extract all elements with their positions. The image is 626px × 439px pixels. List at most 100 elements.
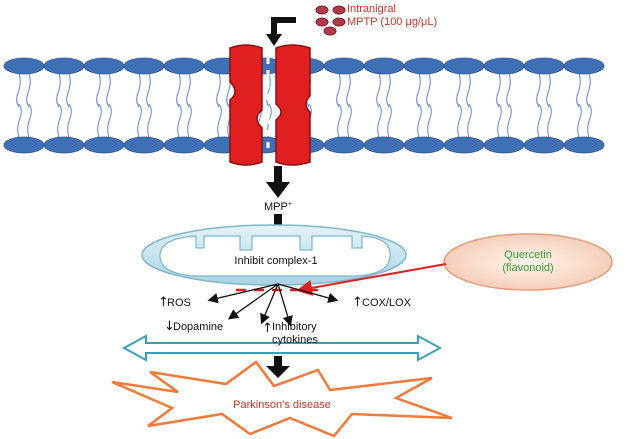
lipid-tail — [587, 103, 592, 139]
lipid-tail — [417, 103, 422, 139]
lipid-tail — [507, 103, 512, 139]
lipid-tail — [346, 72, 351, 108]
lipid-head — [403, 136, 445, 154]
lipid-tail — [26, 72, 31, 108]
mitochondrion — [141, 224, 407, 286]
lipid-head — [523, 57, 565, 75]
lipid-tail — [497, 103, 502, 139]
up-arrow-icon: ↑ — [352, 295, 363, 310]
lipid-tail — [27, 103, 32, 139]
lipid-tail — [217, 103, 222, 139]
lipid-tail — [377, 103, 382, 139]
lipid-tail — [577, 103, 582, 139]
lipid-tail — [186, 72, 191, 108]
effect-inhibitory-line2: cytokines — [272, 334, 318, 346]
lipid-head — [323, 136, 365, 154]
lipid-head — [363, 57, 405, 75]
up-arrow-icon: ↑ — [262, 321, 273, 336]
quercetin-label-line2: (flavonoid) — [502, 262, 553, 274]
mptp-label-line2: MPTP (100 μg/μL) — [347, 16, 437, 28]
effect-inhibitory-line1: Inhibitory — [272, 321, 317, 333]
lipid-tail — [187, 103, 192, 139]
lipid-tail — [57, 103, 62, 139]
lipid-tail — [107, 103, 112, 139]
effect-cox-lox: COX/LOX — [362, 297, 412, 309]
lipid-tail — [387, 103, 392, 139]
lipid-head — [523, 136, 565, 154]
quercetin-inhibition-arrow — [296, 263, 447, 296]
mpp-label: MPP+ — [264, 201, 292, 213]
down-arrow-icon: ↓ — [164, 319, 175, 334]
lipid-head — [123, 57, 165, 75]
lipid-head — [403, 57, 445, 75]
lipid-head — [43, 57, 85, 75]
lipid-tail — [16, 72, 21, 108]
lipid-head — [123, 136, 165, 154]
lipid-tail — [376, 72, 381, 108]
lipid-head — [563, 57, 605, 75]
lipid-tail — [266, 72, 271, 108]
lipid-head — [83, 136, 125, 154]
lipid-tail — [546, 72, 551, 108]
lipid-tail — [337, 103, 342, 139]
lipid-tail — [496, 72, 501, 108]
lipid-head — [323, 57, 365, 75]
lipid-tail — [17, 103, 22, 139]
lipid-tail — [336, 72, 341, 108]
lipid-tail — [467, 103, 472, 139]
quercetin-bubble — [443, 233, 613, 291]
up-arrow-icon: ↑ — [158, 295, 169, 310]
lipid-tail — [176, 72, 181, 108]
lipid-tail — [146, 72, 151, 108]
lipid-head — [163, 57, 205, 75]
quercetin-label-line1: Quercetin — [504, 249, 552, 261]
lipid-tail — [537, 103, 542, 139]
effect-ros: ROS — [167, 297, 191, 309]
lipid-tail — [547, 103, 552, 139]
lipid-tail — [536, 72, 541, 108]
lipid-head — [483, 136, 525, 154]
lipid-tail — [386, 72, 391, 108]
to-outcome-arrow — [266, 356, 290, 378]
lipid-tail — [137, 103, 142, 139]
lipid-tail — [466, 72, 471, 108]
lipid-tail — [506, 72, 511, 108]
lipid-head — [563, 136, 605, 154]
channel-out-arrow — [266, 166, 290, 198]
lipid-tail — [457, 103, 462, 139]
mptp-label-line1: Intranigral — [347, 3, 396, 15]
lipid-tail — [106, 72, 111, 108]
lipid-head — [3, 57, 45, 75]
effect-dopamine: Dopamine — [173, 321, 223, 333]
outcome-burst — [111, 360, 453, 438]
lipid-tail — [147, 103, 152, 139]
lipid-tail — [177, 103, 182, 139]
membrane-channel — [229, 44, 311, 166]
lipid-head — [443, 57, 485, 75]
effect-arrows — [207, 283, 339, 327]
lipid-tail — [56, 72, 61, 108]
lipid-tail — [416, 72, 421, 108]
lipid-tail — [216, 72, 221, 108]
lipid-head — [43, 136, 85, 154]
mitochondrion-label: Inhibit complex-1 — [234, 255, 317, 267]
lipid-head — [83, 57, 125, 75]
lipid-tail — [66, 72, 71, 108]
lipid-head — [163, 136, 205, 154]
lipid-tail — [136, 72, 141, 108]
lipid-tail — [67, 103, 72, 139]
lipid-tail — [96, 72, 101, 108]
lipid-tail — [586, 72, 591, 108]
lipid-head — [483, 57, 525, 75]
lipid-tail — [97, 103, 102, 139]
lipid-head — [363, 136, 405, 154]
mptp-molecules — [315, 5, 346, 36]
lipid-tail — [426, 72, 431, 108]
lipid-tail — [576, 72, 581, 108]
lipid-tail — [427, 103, 432, 139]
lipid-head — [443, 136, 485, 154]
entry-arrow — [266, 17, 296, 46]
lipid-tail — [347, 103, 352, 139]
outcome-label: Parkinson’s disease — [233, 399, 331, 411]
